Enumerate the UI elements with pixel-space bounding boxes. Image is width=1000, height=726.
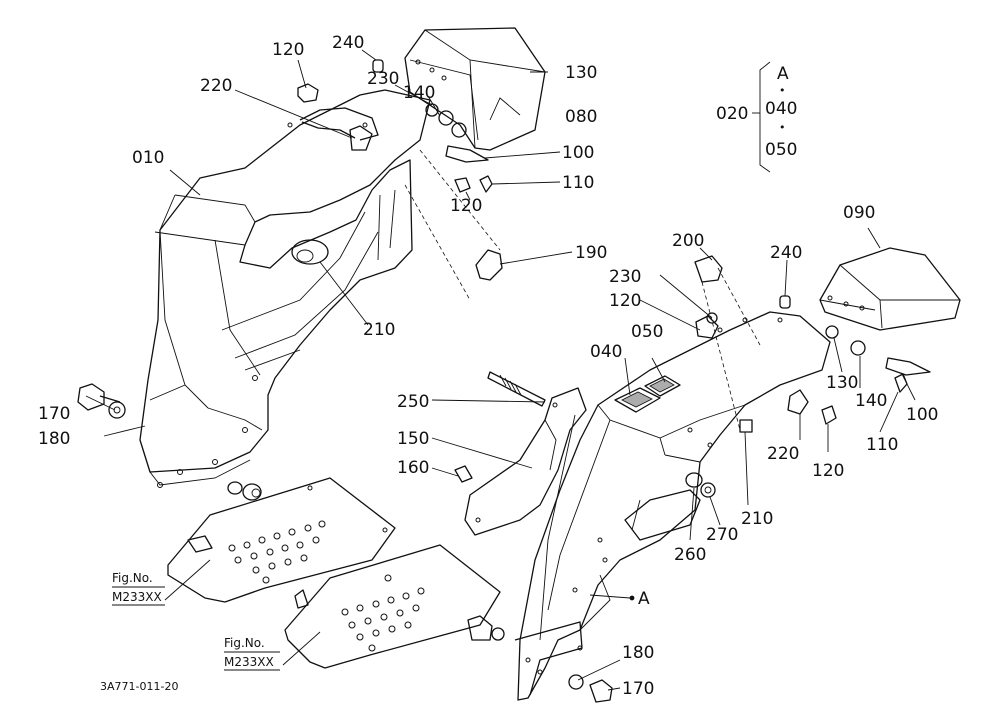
inner-plate-150 [454,387,587,536]
callout-130-b: 130 [826,373,858,393]
callout-140-b: 140 [855,391,887,411]
callout-170-a: 170 [38,404,70,424]
callout-210-a: 210 [363,320,395,340]
callout-130-a: 130 [565,63,597,83]
group-020-header: A [777,64,789,84]
callout-160: 160 [397,458,429,478]
callout-120-c: 120 [609,291,641,311]
callout-120-d: 120 [812,461,844,481]
marker-a-dot [629,595,635,601]
callout-240-a: 240 [332,33,364,53]
drawing-code: 3A771-011-20 [100,680,178,693]
callout-140-a: 140 [403,83,435,103]
callout-100-b: 100 [906,405,938,425]
marker-a: A [638,589,650,609]
callout-230-a: 230 [367,69,399,89]
callout-220-a: 220 [200,76,232,96]
fig-ref-2-label: Fig.No. [224,636,265,650]
fig-ref-1: Fig.No. M233XX [112,571,165,606]
right-cover-090 [819,247,961,331]
right-hardware [467,255,931,703]
callout-110-a: 110 [562,173,594,193]
callout-260: 260 [674,545,706,565]
fig-ref-1-number: M233XX [112,590,162,604]
right-step-plate [284,544,501,669]
callout-120-b: 120 [450,196,482,216]
fig-ref-1-label: Fig.No. [112,571,153,585]
callout-040: 040 [590,342,622,362]
callout-210-b: 210 [741,509,773,529]
callout-230-b: 230 [609,267,641,287]
left-bolts [77,383,126,419]
callout-100-a: 100 [562,143,594,163]
callout-020: 020 [716,104,748,124]
callout-170-b: 170 [622,679,654,699]
leader-lines [85,49,916,691]
callout-labels: 120 240 230 140 130 080 220 100 110 010 … [38,33,938,699]
right-fender [514,311,831,701]
group-020-item-040: 040 [765,99,797,119]
left-hardware [297,59,503,301]
fig-ref-2: Fig.No. M233XX [224,636,280,671]
group-020: 020 A • 040 • 050 [716,64,797,160]
callout-120-a: 120 [272,40,304,60]
callout-110-b: 110 [866,435,898,455]
fig-ref-2-number: M233XX [224,655,274,669]
callout-220-b: 220 [767,444,799,464]
group-020-item-050: 050 [765,140,797,160]
left-step-plate [167,477,396,603]
callout-240-b: 240 [770,243,802,263]
callout-250: 250 [397,392,429,412]
callout-190: 190 [575,243,607,263]
callout-080: 080 [565,107,597,127]
callout-010: 010 [132,148,164,168]
callout-180-b: 180 [622,643,654,663]
callout-270: 270 [706,525,738,545]
rod-250 [487,371,546,407]
callout-090: 090 [843,203,875,223]
group-020-dot-2: • [779,121,786,134]
callout-180-a: 180 [38,429,70,449]
left-fender [139,89,431,501]
group-020-dot-1: • [779,84,786,97]
callout-150: 150 [397,429,429,449]
callout-200: 200 [672,231,704,251]
callout-050: 050 [631,322,663,342]
